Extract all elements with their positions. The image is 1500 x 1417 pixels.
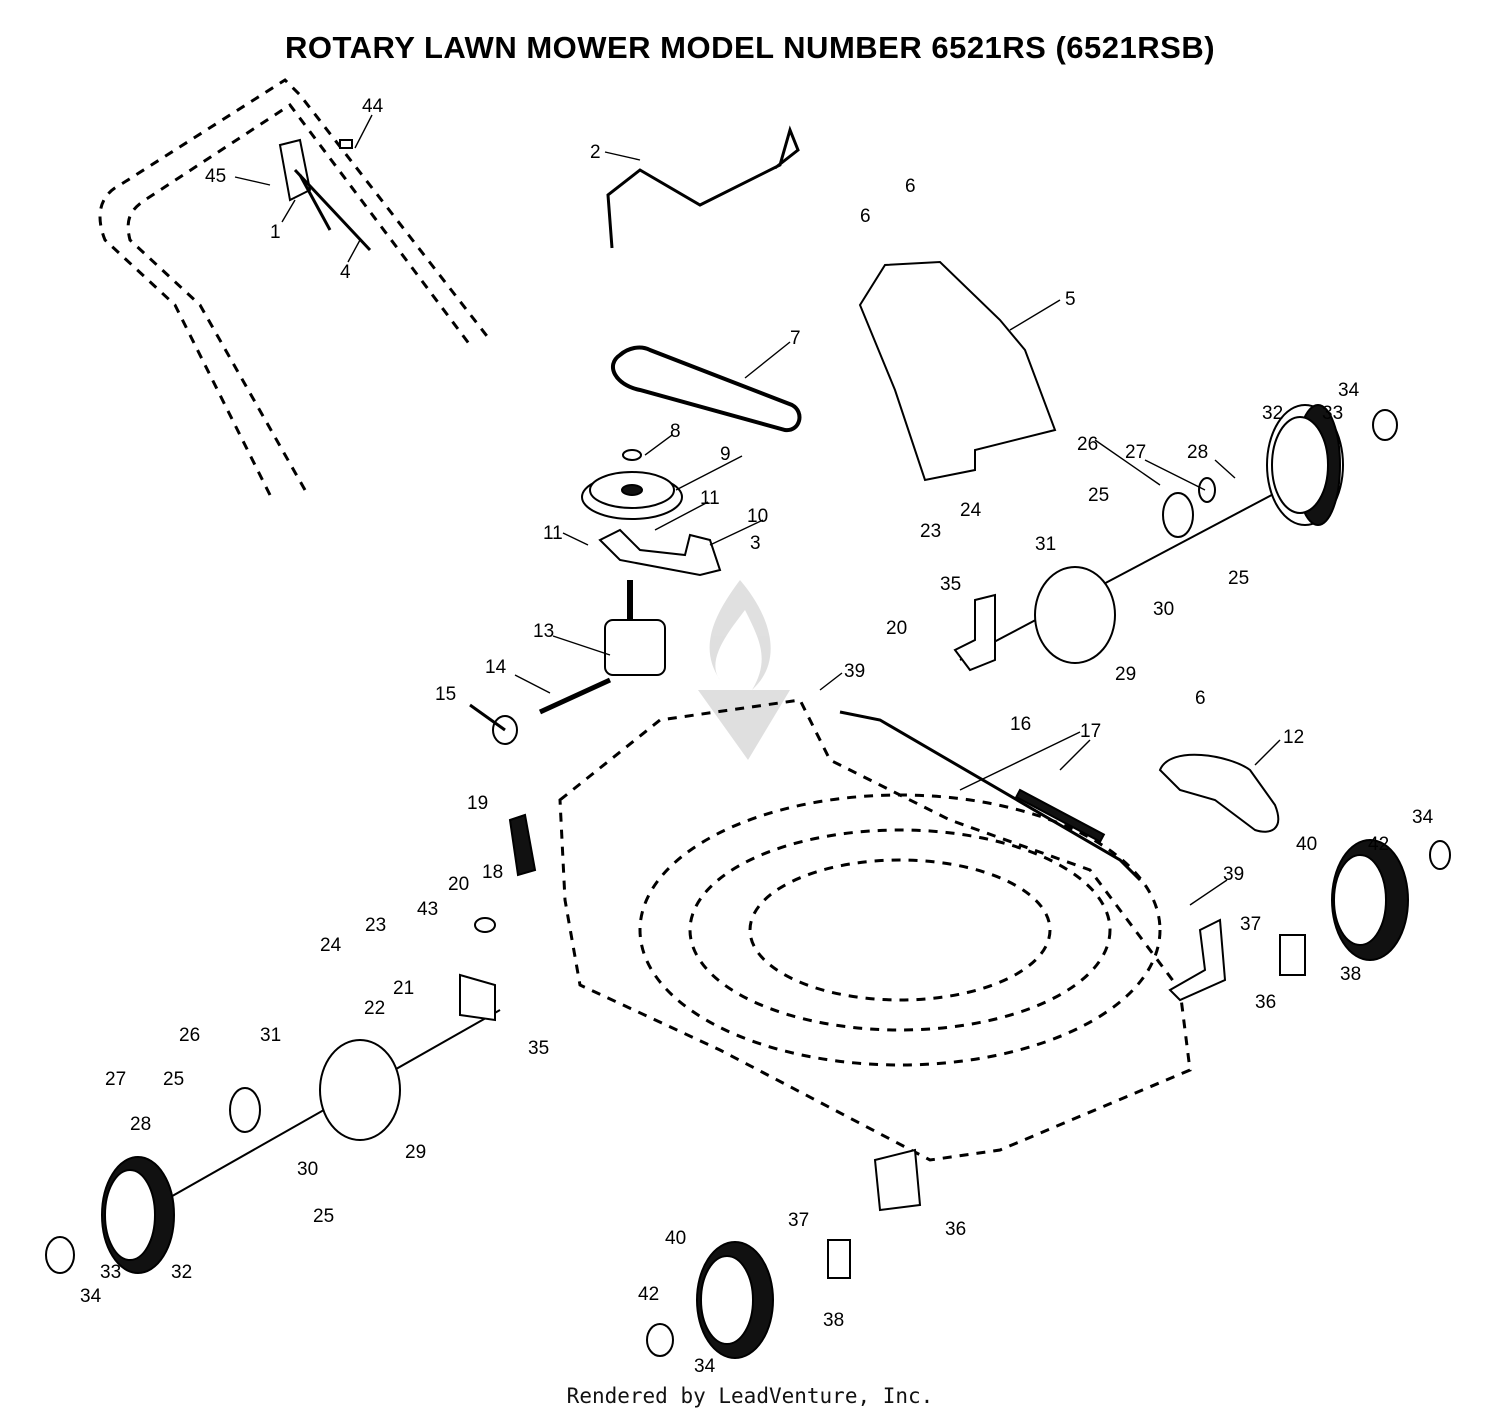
callout: 14 <box>485 657 507 678</box>
callout: 5 <box>1065 289 1076 310</box>
callout: 17 <box>1080 721 1101 742</box>
rear-axle-right <box>953 404 1398 672</box>
callout: 24 <box>960 500 982 521</box>
callout: 20 <box>886 618 907 639</box>
callout: 11 <box>700 488 720 509</box>
callout: 31 <box>260 1025 281 1046</box>
callout: 30 <box>1153 599 1174 620</box>
callout: 28 <box>1187 442 1208 463</box>
callout: 38 <box>823 1310 844 1331</box>
callout: 43 <box>417 899 438 920</box>
front-wheel-right <box>1168 839 1451 1002</box>
callout: 27 <box>105 1069 126 1090</box>
callout: 25 <box>1088 485 1109 506</box>
callout: 12 <box>1283 727 1304 748</box>
callout: 26 <box>179 1025 200 1046</box>
callout: 36 <box>1255 992 1276 1013</box>
callout: 13 <box>533 621 554 642</box>
callout: 25 <box>313 1206 334 1227</box>
callout: 10 <box>747 506 768 527</box>
bracket <box>598 528 722 577</box>
control-lever <box>278 138 372 252</box>
rear-axle-left <box>45 813 537 1274</box>
mower-deck <box>558 698 1192 1162</box>
callout-labels: 44 45 1 4 2 6 6 6 5 7 8 9 11 11 10 3 13 … <box>80 96 1434 1377</box>
callout: 4 <box>340 262 351 283</box>
callout: 24 <box>320 935 342 956</box>
callout: 40 <box>1296 834 1317 855</box>
grass-deflector <box>858 260 1057 482</box>
callout: 18 <box>482 862 503 883</box>
callout: 21 <box>393 978 414 999</box>
callout: 29 <box>1115 664 1136 685</box>
callout: 25 <box>163 1069 184 1090</box>
callout: 11 <box>543 523 563 544</box>
callout: 34 <box>80 1286 102 1307</box>
wire-rod <box>606 125 800 249</box>
callout: 6 <box>905 176 916 197</box>
callout: 9 <box>720 444 731 465</box>
transmission <box>469 580 666 745</box>
callout: 37 <box>788 1210 809 1231</box>
callout: 34 <box>694 1356 716 1377</box>
callout: 6 <box>1195 688 1206 709</box>
callout: 34 <box>1338 380 1360 401</box>
rear-cover <box>1158 753 1280 833</box>
callout: 2 <box>590 142 601 163</box>
callout: 36 <box>945 1219 966 1240</box>
callout: 29 <box>405 1142 426 1163</box>
front-wheel-left <box>646 1148 922 1359</box>
callout: 6 <box>860 206 871 227</box>
callout: 38 <box>1340 964 1361 985</box>
callout: 31 <box>1035 534 1056 555</box>
callout: 19 <box>467 793 488 814</box>
callout: 32 <box>1262 403 1283 424</box>
callout: 34 <box>1412 807 1434 828</box>
callout: 20 <box>448 874 469 895</box>
spring <box>1014 788 1106 844</box>
callout: 42 <box>638 1284 659 1305</box>
callout: 22 <box>364 998 385 1019</box>
callout: 42 <box>1368 834 1389 855</box>
callout: 44 <box>362 96 384 117</box>
callout: 39 <box>844 661 865 682</box>
callout: 40 <box>665 1228 686 1249</box>
callout: 35 <box>528 1038 549 1059</box>
callout: 26 <box>1077 434 1098 455</box>
callout: 45 <box>205 166 226 187</box>
callout: 16 <box>1010 714 1031 735</box>
page-title: ROTARY LAWN MOWER MODEL NUMBER 6521RS (6… <box>284 30 1216 65</box>
callout: 37 <box>1240 914 1261 935</box>
leader-lines <box>234 114 1281 906</box>
callout: 28 <box>130 1114 151 1135</box>
callout: 25 <box>1228 568 1249 589</box>
callout: 15 <box>435 684 456 705</box>
callout: 8 <box>670 421 681 442</box>
footer-credit: Rendered by LeadVenture, Inc. <box>566 1384 934 1408</box>
pulley <box>581 449 683 520</box>
callout: 7 <box>790 328 801 349</box>
callout: 33 <box>1322 403 1343 424</box>
callout: 23 <box>365 915 386 936</box>
callout: 1 <box>270 222 281 243</box>
callout: 3 <box>750 533 761 554</box>
callout: 27 <box>1125 442 1146 463</box>
callout: 23 <box>920 521 941 542</box>
callout: 39 <box>1223 864 1244 885</box>
callout: 30 <box>297 1159 318 1180</box>
handle-assembly <box>98 78 492 496</box>
callout: 32 <box>171 1262 192 1283</box>
height-adjust-rod <box>839 710 1142 882</box>
drive-belt <box>610 345 802 433</box>
callout: 35 <box>940 574 961 595</box>
callout: 33 <box>100 1262 121 1283</box>
